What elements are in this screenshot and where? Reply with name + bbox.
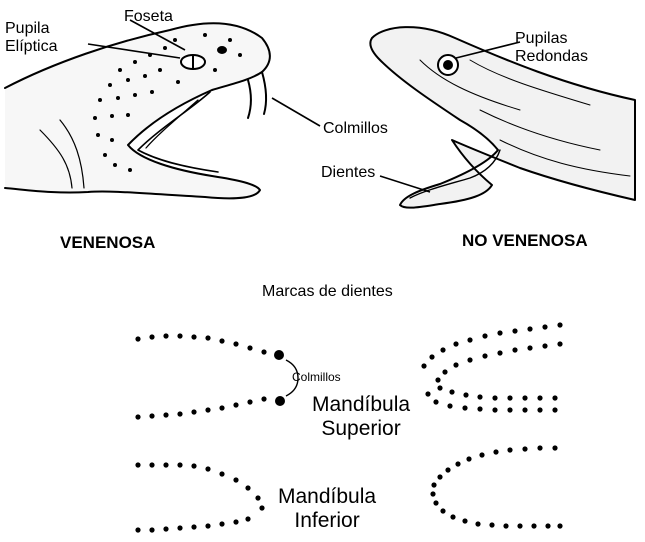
label-pupilas-redondas-line1: Pupilas (515, 30, 568, 47)
label-mandibula-inferior-line1: Mandíbula (278, 485, 377, 508)
label-mandibula-inferior: Mandíbula Inferior (278, 485, 376, 532)
fang-bracket (285, 359, 299, 397)
label-pupila-eliptica: Pupila Elíptica (5, 20, 57, 56)
label-mandibula-superior: Mandíbula Superior (312, 393, 410, 440)
label-foseta: Foseta (124, 8, 173, 25)
label-marcas-de-dientes: Marcas de dientes (262, 283, 393, 300)
label-pupilas-redondas: Pupilas Redondas (515, 30, 588, 66)
label-pupilas-redondas-line2: Redondas (515, 47, 588, 65)
label-colmillos-small: Colmillos (292, 370, 341, 384)
label-mandibula-superior-line1: Mandíbula (312, 393, 411, 416)
label-venenosa: VENENOSA (60, 233, 156, 252)
label-colmillos: Colmillos (323, 120, 388, 137)
non-venomous-lower-marks (430, 445, 563, 529)
venomous-snake-head-drawing (4, 22, 271, 200)
leader-lines (87, 19, 521, 193)
label-mandibula-inferior-line2: Inferior (294, 508, 360, 532)
non-venomous-upper-marks (421, 322, 563, 413)
label-dientes: Dientes (321, 164, 376, 181)
venomous-upper-marks (135, 333, 285, 420)
non-venomous-snake-head-drawing (369, 26, 636, 209)
venomous-lower-marks (135, 462, 265, 533)
label-pupila-eliptica-line1: Pupila (5, 20, 50, 37)
label-no-venenosa: NO VENENOSA (462, 231, 588, 250)
label-pupila-eliptica-line2: Elíptica (5, 37, 58, 55)
label-mandibula-superior-line2: Superior (321, 416, 401, 440)
venomous-speckles (93, 33, 242, 172)
